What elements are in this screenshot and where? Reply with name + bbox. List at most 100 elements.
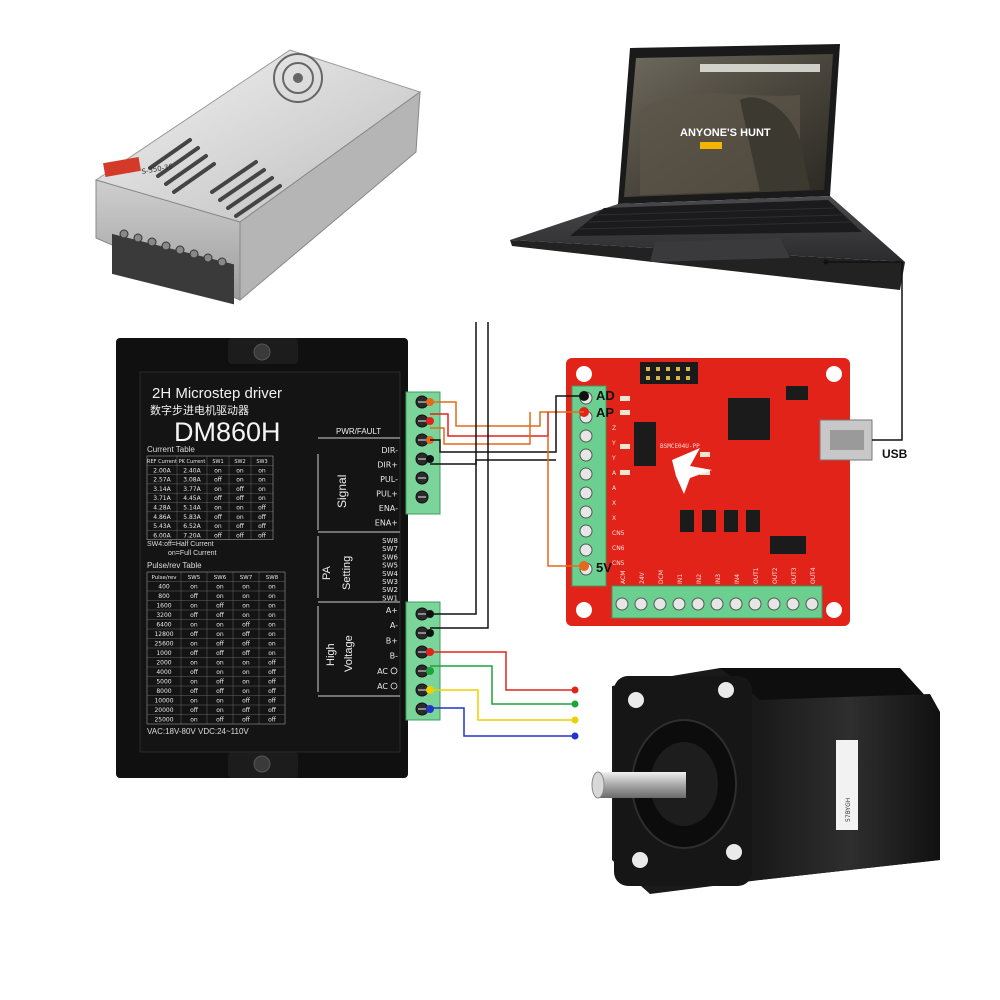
pulse-table-cell: 400 xyxy=(158,584,170,591)
wire-dot xyxy=(426,705,434,713)
stepper-driver: 2H Microstep driver 数字步进电机驱动器 DM860H Cur… xyxy=(116,338,408,778)
current-table-cell: off xyxy=(258,523,267,530)
signal-pin-labels: DIR-DIR+PUL-PUL+ENA-ENA+ xyxy=(375,446,398,528)
svg-text:57BYGH: 57BYGH xyxy=(845,798,852,822)
label-ap: AP xyxy=(596,405,614,420)
hv-label-1: High xyxy=(325,643,337,666)
current-table-cell: 4.45A xyxy=(183,495,201,502)
signal-terminal-block xyxy=(405,391,441,515)
board-io-label: OUT1 xyxy=(753,567,760,584)
pulse-table-cell: on xyxy=(268,603,276,610)
pulse-table-header: Pulse/rev xyxy=(151,575,177,581)
current-table-cell: off xyxy=(236,495,245,502)
pulse-table-cell: off xyxy=(190,688,199,695)
pulse-table-cell: off xyxy=(242,641,251,648)
dip-switch-label: SW3 xyxy=(382,578,398,586)
board-pin-label: A xyxy=(612,470,617,477)
power-pin-label: A- xyxy=(390,621,398,630)
current-table-cell: on xyxy=(236,467,244,474)
pulse-table-cell: 8000 xyxy=(156,688,171,695)
terminal-screw-icon xyxy=(691,597,705,611)
current-table-cell: 5.14A xyxy=(183,505,201,512)
current-table-header: SW3 xyxy=(256,459,267,465)
motor-mount-hole-icon xyxy=(726,844,742,860)
pulse-table-cell: off xyxy=(242,707,251,714)
wire-dot xyxy=(426,667,434,675)
pulse-table-cell: on xyxy=(190,660,198,667)
eagle-logo-icon xyxy=(672,448,712,494)
mount-hole-icon xyxy=(253,755,271,773)
driver-model: DM860H xyxy=(174,417,281,447)
pulse-table-cell: 20000 xyxy=(154,707,173,714)
pulse-table-cell: off xyxy=(242,717,251,724)
sw4-note-2: on=Full Current xyxy=(168,550,216,557)
board-pin-label: X xyxy=(612,515,616,522)
current-table-cell: 3.77A xyxy=(183,486,201,493)
terminal-screw-icon xyxy=(767,597,781,611)
current-table-cell: 6.52A xyxy=(183,523,201,530)
pulse-table-cell: off xyxy=(242,631,251,638)
current-table-cell: 6.00A xyxy=(153,532,171,539)
motor-shaft xyxy=(598,772,686,798)
pulse-table-cell: 1000 xyxy=(156,650,171,657)
pulse-table-cell: off xyxy=(216,641,225,648)
dip-switch-label: SW8 xyxy=(382,537,398,545)
pulse-table-cell: on xyxy=(216,584,224,591)
power-pin-label: B- xyxy=(390,652,398,661)
pulse-table-cell: off xyxy=(216,679,225,686)
board-io-label: DCM xyxy=(658,570,665,584)
fan-vent-icon xyxy=(273,53,323,103)
mount-hole-icon xyxy=(576,366,592,382)
pulse-table-cell: 25000 xyxy=(154,717,173,724)
board-pin-label: Y xyxy=(611,440,616,447)
current-table-header: REF Current xyxy=(147,459,177,465)
board-pin-label: Y xyxy=(611,455,616,462)
mount-hole-icon xyxy=(826,602,842,618)
terminal-screw-icon xyxy=(748,597,762,611)
dip-switch-label: SW7 xyxy=(382,545,398,553)
current-table-cell: on xyxy=(258,486,266,493)
board-io-label: OUT3 xyxy=(791,567,798,584)
pulse-table-cell: off xyxy=(242,622,251,629)
motor-mount-hole-icon xyxy=(628,692,644,708)
wire-end-red xyxy=(571,686,579,694)
pulse-table-cell: off xyxy=(268,717,277,724)
current-table-cell: 2.57A xyxy=(153,477,171,484)
pulse-table-cell: on xyxy=(190,717,198,724)
pulse-table-cell: on xyxy=(216,669,224,676)
current-table-cell: 3.08A xyxy=(183,477,201,484)
signal-pin-label: DIR- xyxy=(381,446,398,455)
pulse-table-cell: 1600 xyxy=(156,603,171,610)
pulse-table-cell: off xyxy=(216,603,225,610)
board-pin-label: X xyxy=(612,500,616,507)
pulse-table-cell: 5000 xyxy=(156,679,171,686)
wire-end-green xyxy=(571,700,579,708)
pulse-table-header: SW8 xyxy=(266,575,279,581)
terminal-screw-icon xyxy=(786,597,800,611)
current-table-cell: off xyxy=(214,477,223,484)
wire-end-yellow xyxy=(571,716,579,724)
power-pin-label: AC xyxy=(377,667,388,676)
pulse-table-cell: off xyxy=(216,650,225,657)
terminal-screw-icon xyxy=(710,597,724,611)
mount-hole-icon xyxy=(253,343,271,361)
pulse-table-cell: off xyxy=(268,669,277,676)
board-io-label: IN2 xyxy=(696,574,703,584)
current-table-cell: off xyxy=(258,505,267,512)
terminal-screw-icon xyxy=(634,597,648,611)
psu-brand-sticker xyxy=(103,156,141,178)
hv-label-2: Voltage xyxy=(343,635,355,672)
current-table-cell: off xyxy=(214,514,223,521)
pulse-table-cell: 3200 xyxy=(156,612,171,619)
pulse-table-cell: on xyxy=(268,593,276,600)
power-supply: S-350-36 xyxy=(94,49,422,305)
pulse-table-cell: on xyxy=(190,679,198,686)
current-table-cell: on xyxy=(214,486,222,493)
signal-pin-label: PUL+ xyxy=(376,490,398,499)
pulse-table-cell: 6400 xyxy=(156,622,171,629)
pulse-table-cell: off xyxy=(268,688,277,695)
current-table-cell: 5.43A xyxy=(153,523,171,530)
signal-pin-label: PUL- xyxy=(380,475,398,484)
psu-terminals xyxy=(112,233,234,305)
